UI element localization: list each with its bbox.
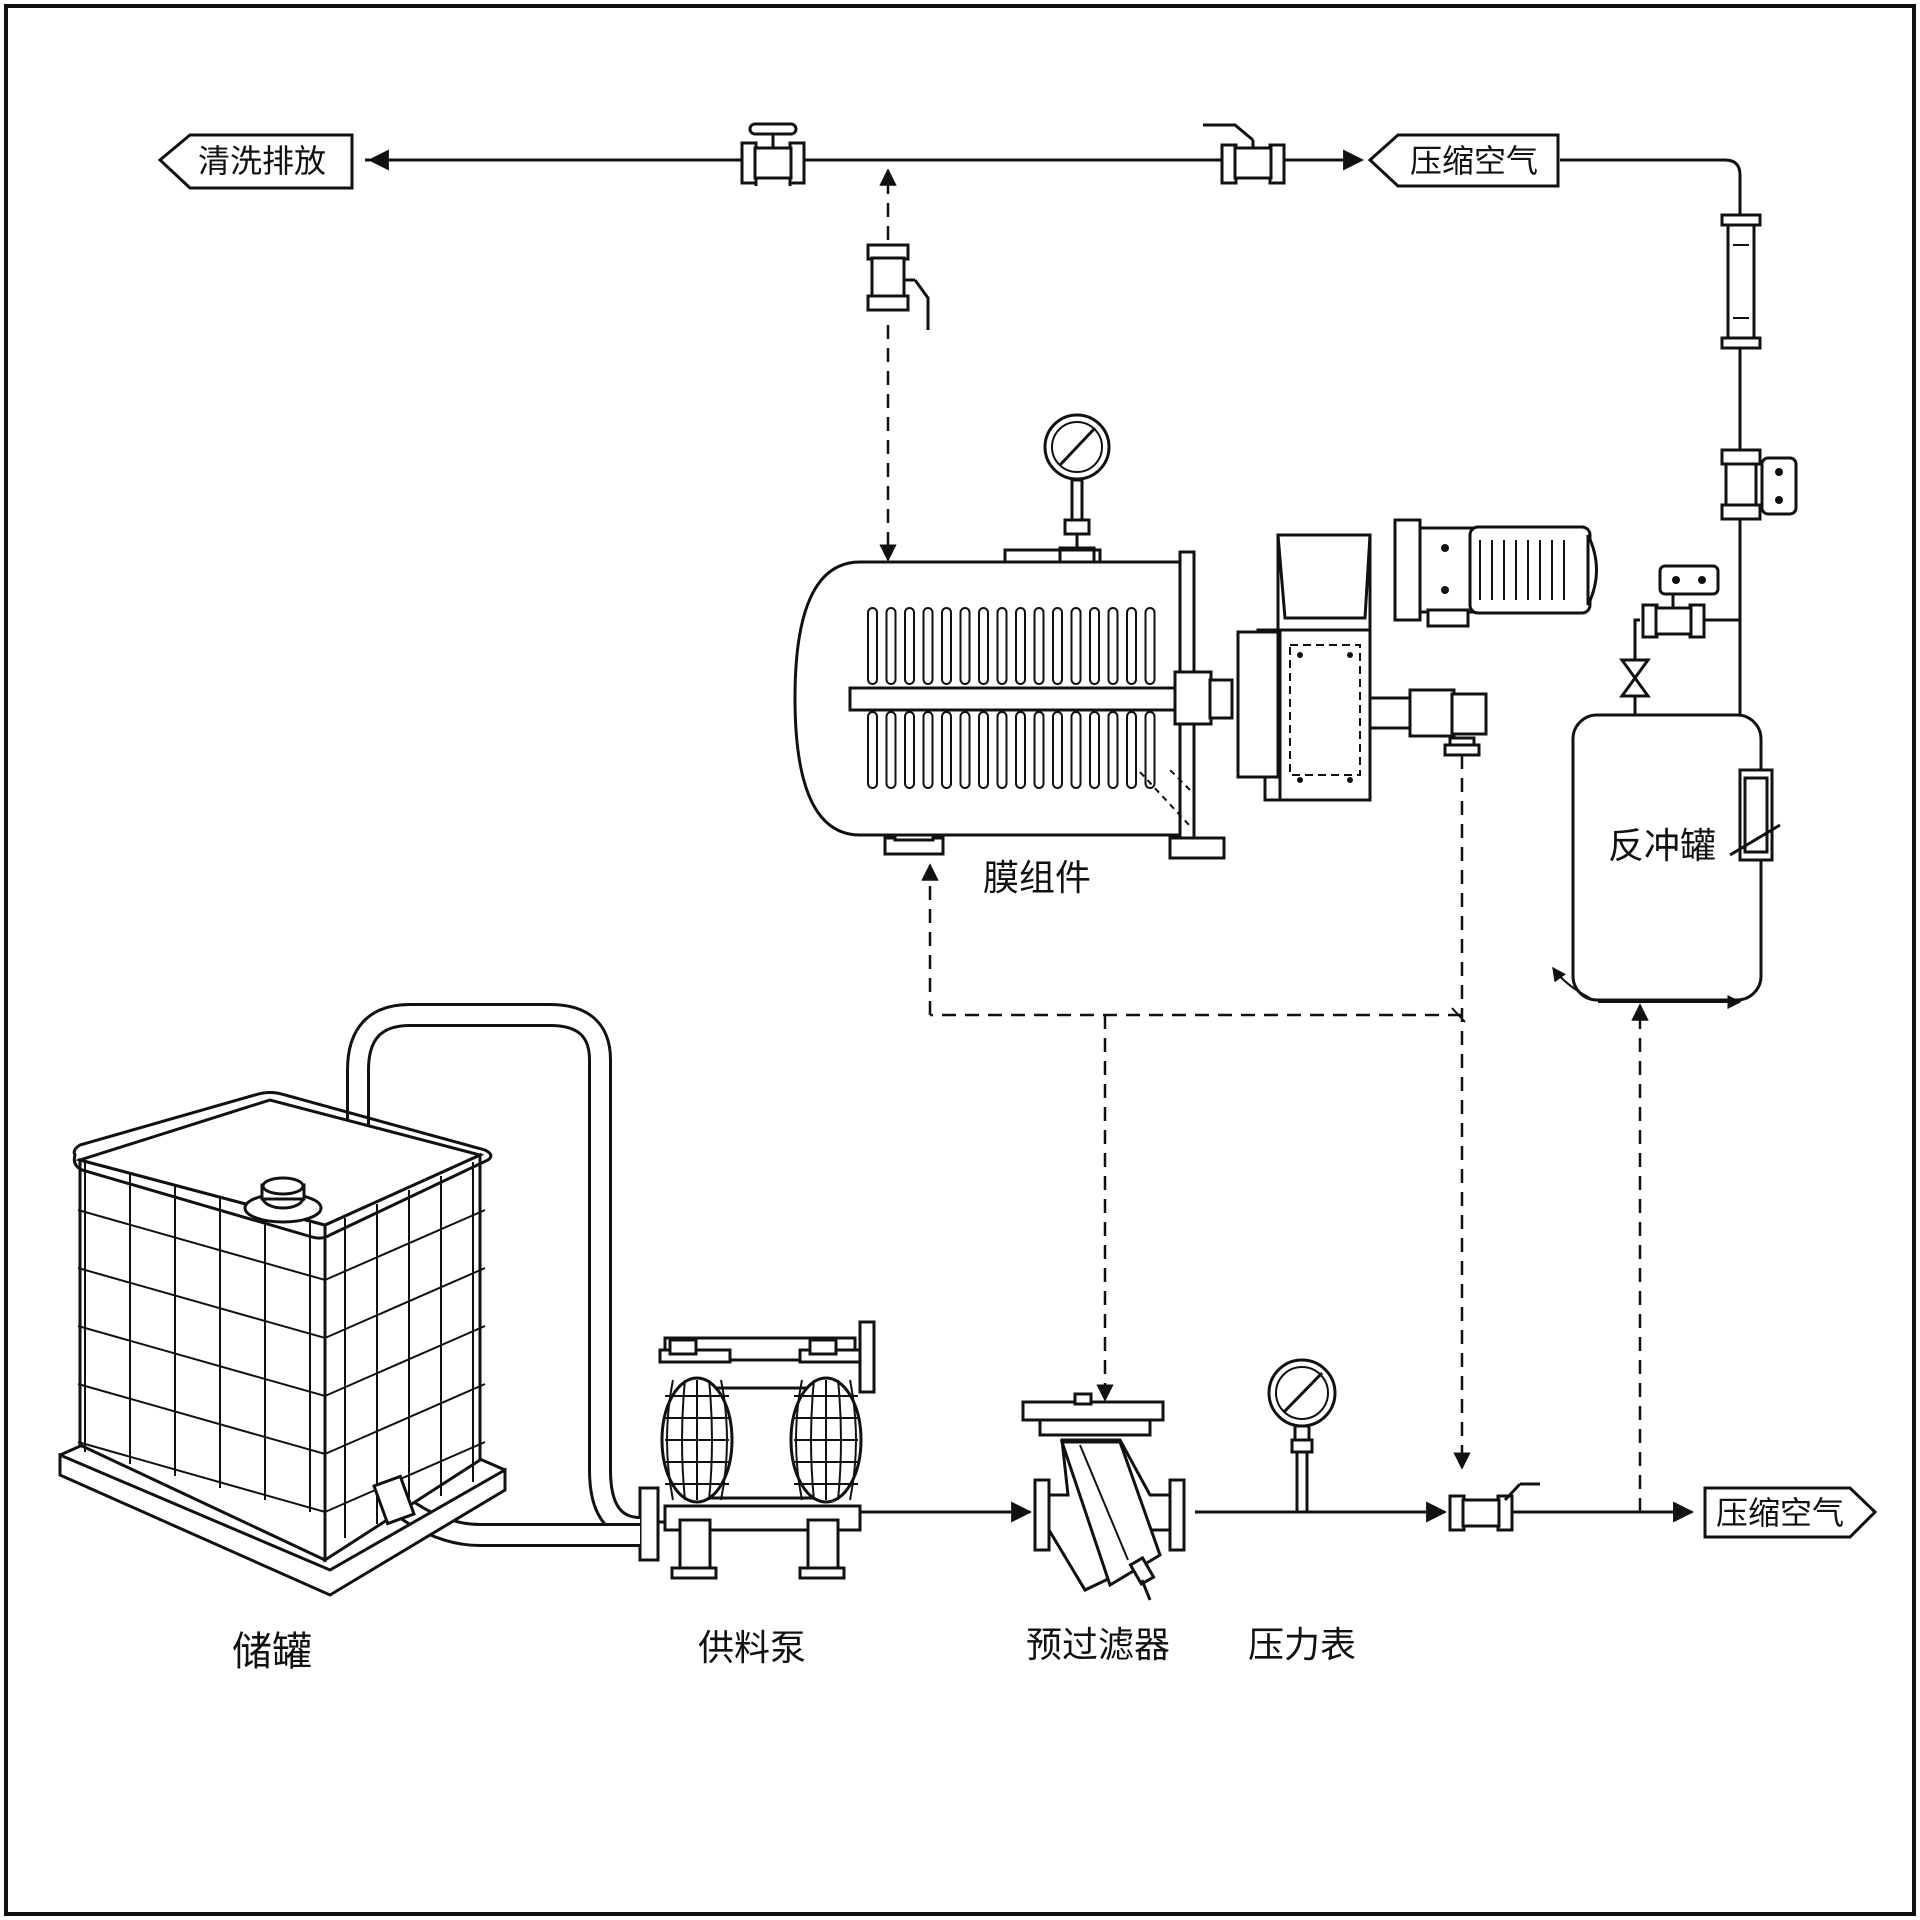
membrane-plate-bottom: [1070, 711, 1082, 789]
membrane-plate-top: [904, 607, 915, 685]
backflush-tank-text: 反冲罐: [1608, 826, 1716, 867]
cage-ring: [77, 1267, 486, 1340]
membrane-plate-bottom: [1052, 711, 1063, 789]
membrane-plate-bottom: [885, 711, 897, 789]
compressed-air-bottom-label: 压缩空气: [1703, 1486, 1878, 1539]
membrane-plate-top: [1015, 607, 1026, 685]
membrane-plate-bottom: [1126, 711, 1137, 789]
membrane-plate-bottom: [959, 711, 971, 789]
diagram-border: [4, 4, 1916, 1916]
membrane-plate-top: [996, 607, 1008, 685]
membrane-plate-top: [978, 607, 989, 685]
storage-tank-text: 储罐: [232, 1629, 312, 1675]
membrane-plate-top: [1126, 607, 1137, 685]
membrane-plate-top: [1033, 607, 1045, 685]
membrane-plate-top: [1144, 607, 1156, 685]
membrane-plate-top: [867, 607, 878, 685]
backflush-tank: 反冲罐: [1552, 713, 1781, 1009]
air-supply-pipe: [1560, 158, 1742, 715]
compressed-air-top-text: 压缩空气: [1410, 142, 1538, 180]
motor-fins: [1479, 540, 1565, 600]
membrane-plate-top: [959, 607, 971, 685]
membrane-plates: [867, 607, 1156, 789]
membrane-top-valve-icon: [866, 243, 930, 330]
membrane-plate-top: [1070, 607, 1082, 685]
membrane-feed-line: [866, 168, 930, 562]
membrane-plate-top: [1107, 607, 1119, 685]
bottom-air-valve-icon: [1448, 1482, 1540, 1532]
top-pipeline: [365, 149, 1742, 715]
membrane-plate-bottom: [867, 711, 878, 789]
pressure-gauge-text: 压力表: [1248, 1625, 1356, 1666]
membrane-plate-bottom: [1033, 711, 1045, 789]
clean-drain-text: 清洗排放: [198, 142, 326, 180]
cage-ring: [77, 1325, 486, 1398]
clean-drain-label: 清洗排放: [157, 133, 354, 190]
compressed-air-top-label: 压缩空气: [1367, 133, 1560, 188]
air-valve-icon: [1203, 123, 1286, 185]
cage-ring: [77, 1209, 486, 1282]
membrane-module-text: 膜组件: [983, 858, 1091, 899]
compressed-air-bottom-text: 压缩空气: [1716, 1494, 1844, 1532]
cage-ring: [77, 1383, 486, 1456]
membrane-module: 膜组件: [793, 413, 1234, 899]
backflush-inlet-line: [1619, 564, 1740, 720]
membrane-plate-bottom: [904, 711, 915, 789]
membrane-plate-bottom: [941, 711, 952, 789]
air-solenoid-valve-icon: [1720, 448, 1798, 521]
membrane-plate-top: [922, 607, 934, 685]
prefilter-text: 预过滤器: [1026, 1625, 1170, 1666]
membrane-plate-bottom: [1144, 711, 1156, 789]
storage-tank: 储罐: [58, 1091, 507, 1675]
drive-assembly: [1236, 518, 1598, 802]
drain-valve-icon: [740, 122, 806, 186]
dashed-connections: [921, 755, 1649, 1512]
membrane-plate-top: [885, 607, 897, 685]
tank-cage-bars: [77, 1162, 486, 1538]
flowmeter-icon: [1720, 213, 1762, 350]
membrane-plate-top: [1089, 607, 1100, 685]
membrane-plate-top: [1052, 607, 1063, 685]
cage-ring: [77, 1441, 486, 1514]
membrane-plate-bottom: [1015, 711, 1026, 789]
level-gauge-icon: [1729, 768, 1781, 862]
membrane-plate-bottom: [1107, 711, 1119, 789]
membrane-plate-bottom: [996, 711, 1008, 789]
bottom-pressure-gauge-icon: [1267, 1358, 1337, 1514]
membrane-plate-bottom: [922, 711, 934, 789]
pump-diaphragm-grid: [665, 1379, 858, 1501]
feed-pump-text: 供料泵: [698, 1628, 806, 1669]
feed-pump: 供料泵: [630, 1320, 876, 1669]
membrane-pressure-gauge-icon: [1043, 413, 1111, 564]
prefilter: 预过滤器: [1021, 1392, 1186, 1666]
membrane-plate-top: [941, 607, 952, 685]
membrane-plate-bottom: [978, 711, 989, 789]
membrane-plate-bottom: [1089, 711, 1100, 789]
